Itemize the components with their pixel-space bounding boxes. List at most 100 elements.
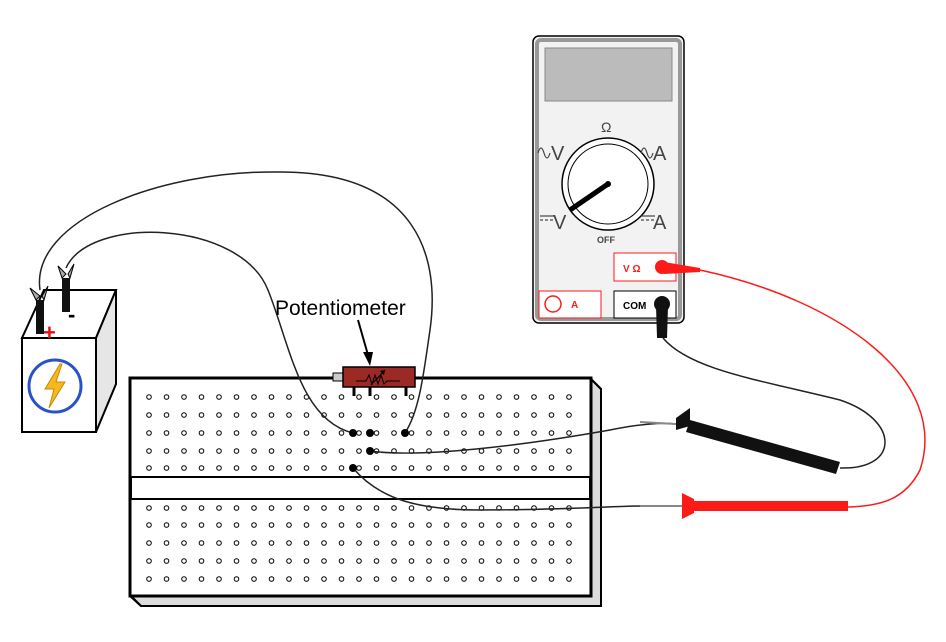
dc-symbol-icon: [540, 215, 554, 221]
breadboard-hole: [146, 412, 152, 418]
breadboard-hole: [478, 394, 485, 400]
breadboard-hole: [251, 448, 257, 454]
breadboard-holes: [146, 394, 572, 582]
breadboard-hole: [216, 394, 222, 400]
wire-battery-positive: [38, 171, 433, 434]
breadboard-hole: [163, 465, 170, 471]
breadboard-hole: [478, 522, 485, 528]
breadboard-hole: [513, 465, 520, 471]
breadboard-hole: [198, 412, 205, 418]
breadboard-hole: [548, 576, 555, 582]
breadboard-hole: [391, 430, 397, 436]
breadboard-hole: [391, 412, 397, 418]
breadboard-hole: [268, 465, 275, 471]
breadboard-hole: [373, 412, 380, 418]
breadboard-hole: [478, 540, 485, 546]
breadboard-hole: [531, 430, 537, 436]
breadboard-hole: [216, 465, 222, 471]
breadboard-hole: [286, 465, 292, 471]
breadboard-hole: [513, 540, 520, 546]
breadboard-hole: [286, 412, 292, 418]
breadboard-hole: [321, 394, 327, 400]
breadboard: [128, 376, 602, 607]
breadboard-hole: [356, 412, 362, 418]
multimeter-display: [544, 47, 673, 102]
ac-wave-icon: [640, 147, 654, 159]
breadboard-hole: [181, 558, 187, 564]
breadboard-hole: [268, 576, 275, 582]
breadboard-hole: [531, 540, 537, 546]
breadboard-hole: [408, 576, 415, 582]
breadboard-hole: [251, 540, 257, 546]
breadboard-hole: [566, 430, 572, 436]
black-lead-plug: [656, 306, 668, 338]
breadboard-hole: [373, 558, 380, 564]
breadboard-hole: [181, 576, 187, 582]
dial-ac-amp-label: A: [653, 143, 667, 165]
breadboard-hole: [163, 522, 170, 528]
breadboard-hole: [286, 522, 292, 528]
breadboard-hole: [181, 540, 187, 546]
breadboard-hole: [356, 522, 362, 528]
breadboard-hole: [496, 412, 502, 418]
breadboard-hole: [163, 505, 170, 511]
breadboard-hole: [461, 558, 467, 564]
breadboard-hole: [286, 394, 292, 400]
breadboard-hole: [163, 558, 170, 564]
breadboard-hole: [233, 576, 240, 582]
breadboard-hole: [373, 465, 380, 471]
breadboard-hole: [338, 522, 345, 528]
breadboard-hole: [443, 412, 450, 418]
breadboard-hole: [181, 505, 187, 511]
breadboard-hole: [233, 558, 240, 564]
breadboard-hole: [373, 540, 380, 546]
breadboard-hole: [251, 465, 257, 471]
breadboard-hole: [146, 448, 152, 454]
breadboard-hole: [373, 394, 380, 400]
breadboard-hole: [513, 522, 520, 528]
breadboard-hole: [181, 465, 187, 471]
breadboard-hole: [513, 430, 520, 436]
multimeter: Ω V A V A OFF V Ω A COM: [532, 35, 700, 338]
breadboard-hole: [373, 430, 380, 436]
breadboard-hole: [548, 412, 555, 418]
breadboard-hole: [443, 558, 450, 564]
breadboard-hole: [391, 522, 397, 528]
breadboard-hole: [163, 412, 170, 418]
breadboard-hole: [443, 540, 450, 546]
breadboard-hole: [478, 465, 485, 471]
breadboard-hole: [286, 558, 292, 564]
breadboard-hole: [391, 394, 397, 400]
breadboard-hole: [356, 430, 362, 436]
breadboard-hole: [373, 505, 380, 511]
lightning-bolt-icon: [44, 363, 66, 409]
wire-row-to-probe: [352, 467, 641, 511]
breadboard-hole: [216, 558, 222, 564]
callout-arrow: [357, 319, 373, 366]
breadboard-hole: [146, 394, 152, 400]
breadboard-hole: [566, 558, 572, 564]
breadboard-hole: [356, 558, 362, 564]
breadboard-hole: [531, 522, 537, 528]
breadboard-hole: [286, 540, 292, 546]
breadboard-hole: [426, 522, 432, 528]
breadboard-hole: [146, 540, 152, 546]
breadboard-hole: [216, 576, 222, 582]
breadboard-hole: [216, 540, 222, 546]
breadboard-hole: [496, 448, 502, 454]
breadboard-hole: [163, 394, 170, 400]
com-jack-label: COM: [623, 301, 646, 312]
breadboard-hole: [216, 522, 222, 528]
breadboard-hole: [426, 558, 432, 564]
breadboard-hole: [321, 505, 327, 511]
breadboard-hole: [338, 412, 345, 418]
breadboard-hole: [566, 448, 572, 454]
breadboard-hole: [443, 465, 450, 471]
breadboard-hole: [566, 394, 572, 400]
breadboard-hole: [356, 540, 362, 546]
breadboard-hole: [251, 412, 257, 418]
breadboard-hole: [338, 430, 345, 436]
breadboard-hole: [408, 465, 415, 471]
breadboard-hole: [198, 558, 205, 564]
